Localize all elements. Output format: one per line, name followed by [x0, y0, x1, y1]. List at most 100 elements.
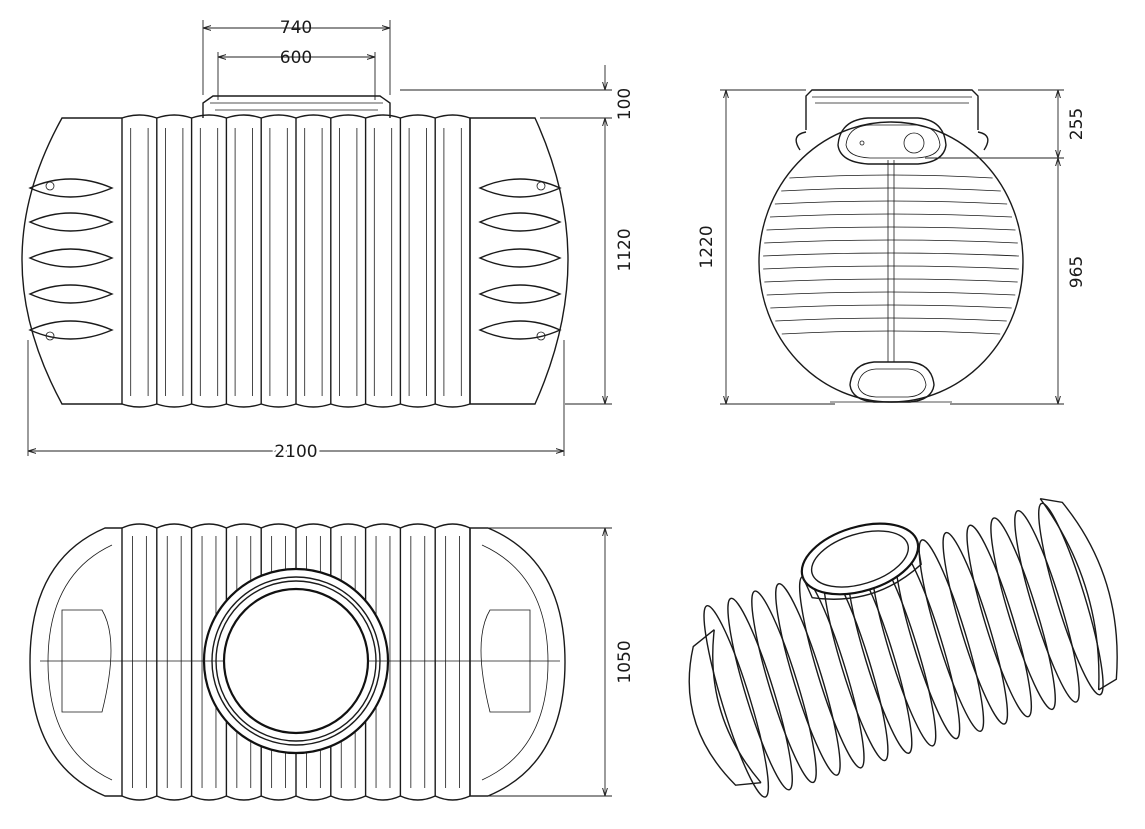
- dim-label-1220: 1220: [697, 225, 717, 268]
- dim-label-1050: 1050: [615, 640, 635, 683]
- front-bolt: [45, 331, 55, 341]
- front-left-bulge: [28, 212, 114, 232]
- front-rib-bottom: [156, 403, 192, 408]
- dim-label-100: 100: [615, 88, 635, 120]
- iso-rib: [703, 604, 770, 798]
- front-neck: [202, 95, 391, 118]
- iso-rib: [822, 568, 889, 762]
- front-rib-bottom: [295, 403, 332, 408]
- side-rib: [764, 239, 1018, 244]
- front-right-bulge: [478, 284, 562, 304]
- top-rib-bottom: [191, 795, 227, 801]
- top-rib-bottom: [365, 795, 401, 801]
- iso-rib: [1014, 509, 1080, 703]
- front-rib-bottom: [226, 403, 262, 408]
- iso-rib: [751, 590, 817, 784]
- iso-rib: [966, 524, 1033, 718]
- iso-caps: [712, 498, 1100, 784]
- front-rib-bottom: [434, 403, 471, 408]
- side-rib: [763, 252, 1019, 257]
- iso-rib: [798, 575, 865, 769]
- top-rib-top: [260, 523, 297, 529]
- top-rib-bottom: [295, 795, 332, 801]
- iso-rib: [775, 583, 841, 776]
- front-rib-bottom: [365, 403, 401, 408]
- front-rib-top: [156, 114, 192, 119]
- dim-label-1120: 1120: [615, 228, 635, 271]
- side-rib: [775, 317, 1007, 322]
- isometric-view: [688, 497, 1118, 798]
- front-left-cap: [21, 117, 122, 405]
- top-rib-bottom: [121, 795, 158, 801]
- side-rib: [781, 330, 1001, 335]
- top-rib-top: [330, 523, 366, 529]
- dim-label-740: 740: [280, 18, 312, 38]
- side-rib: [763, 265, 1019, 270]
- top-rib-top: [434, 523, 471, 529]
- iso-rib: [942, 531, 1009, 725]
- side-rib: [764, 278, 1018, 283]
- side-top-port: [837, 117, 947, 165]
- front-left-bulge: [28, 248, 114, 268]
- front-bolt: [536, 331, 546, 341]
- top-rib-top: [400, 523, 436, 529]
- front-rib-top: [121, 114, 158, 119]
- side-view: 1220 255 965: [697, 89, 1087, 405]
- side-rib: [766, 226, 1016, 231]
- iso-rib: [727, 597, 793, 791]
- iso-rib: [918, 539, 985, 733]
- top-rib-bottom: [226, 795, 262, 801]
- dim-label-600: 600: [280, 48, 312, 68]
- front-rib-top: [191, 114, 227, 119]
- side-neck: [805, 89, 979, 130]
- top-rib-bottom: [400, 795, 436, 801]
- top-rib-top: [365, 523, 401, 529]
- front-right-bulge: [478, 212, 562, 232]
- side-rib: [770, 304, 1012, 309]
- front-rib-bottom: [121, 403, 158, 408]
- iso-manhole: [800, 522, 920, 596]
- front-right-cap: [470, 117, 569, 405]
- top-rib-bottom: [260, 795, 297, 801]
- side-bottom-port: [849, 361, 935, 403]
- dim-label-965: 965: [1067, 256, 1087, 288]
- top-rib-top: [121, 523, 158, 529]
- front-rib-top: [365, 114, 401, 119]
- front-left-bulge: [28, 320, 114, 340]
- front-left-bulge: [28, 178, 114, 198]
- front-rib-top: [330, 114, 366, 119]
- front-rib-top: [295, 114, 332, 119]
- front-bolt: [536, 181, 546, 191]
- front-rib-bottom: [330, 403, 366, 408]
- front-left-bulge: [28, 284, 114, 304]
- front-cap-bulges: [28, 178, 562, 341]
- dim-label-2100: 2100: [274, 442, 317, 462]
- front-corrugations: [121, 114, 471, 408]
- front-rib-top: [226, 114, 262, 119]
- side-rib: [766, 291, 1016, 296]
- front-right-bulge: [478, 248, 562, 268]
- front-rib-top: [400, 114, 436, 119]
- top-rib-top: [156, 523, 192, 529]
- side-rib: [789, 174, 993, 179]
- top-rib-bottom: [330, 795, 366, 801]
- front-rib-top: [434, 114, 471, 119]
- top-rib-bottom: [156, 795, 192, 801]
- side-rib: [774, 200, 1008, 205]
- top-rib-top: [191, 523, 227, 529]
- iso-rib: [990, 517, 1056, 711]
- side-rib: [769, 213, 1013, 218]
- front-rib-bottom: [191, 403, 227, 408]
- front-view: 740 600 100 1120 2100: [21, 18, 635, 465]
- front-rib-bottom: [400, 403, 436, 408]
- top-manhole-opening: [222, 587, 370, 735]
- dim-label-255: 255: [1067, 108, 1087, 140]
- side-ribs: [763, 174, 1019, 335]
- top-left-cap: [29, 527, 122, 797]
- top-rib-top: [295, 523, 332, 529]
- front-rib-bottom: [260, 403, 297, 408]
- front-right-bulge: [478, 320, 562, 340]
- top-rib-bottom: [434, 795, 471, 801]
